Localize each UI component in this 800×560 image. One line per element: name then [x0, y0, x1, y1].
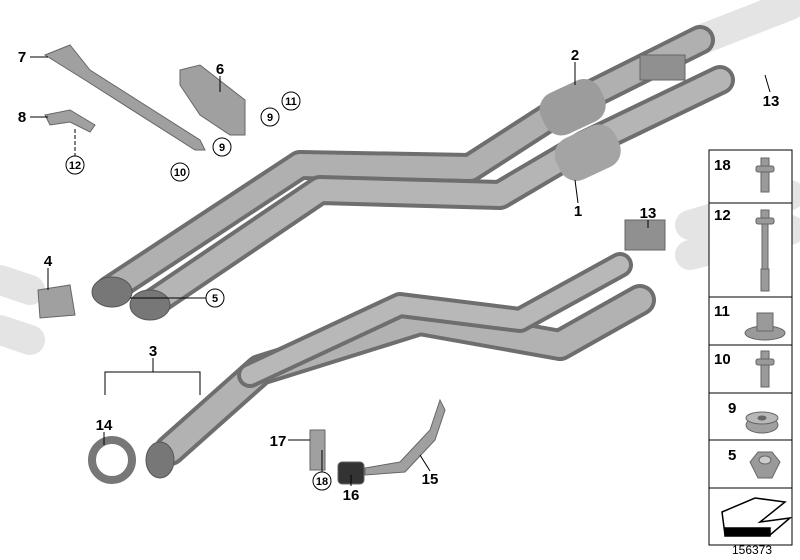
panel-label-5: 5 — [728, 447, 736, 464]
flange-nut-icon — [744, 312, 786, 341]
bracket-15 — [364, 398, 446, 476]
callout-18: 18 — [316, 476, 328, 488]
direction-arrow-icon — [721, 497, 793, 537]
gasket-4 — [37, 284, 76, 319]
clamp-13-top — [639, 54, 686, 81]
leader-lines — [30, 56, 771, 486]
callout-9b: 9 — [219, 142, 225, 154]
callout-1: 2 — [571, 47, 579, 64]
bolt-icon — [755, 350, 775, 388]
callout-13b: 13 — [640, 205, 657, 222]
panel-label-9: 9 — [728, 400, 736, 417]
callout-14: 14 — [96, 417, 113, 434]
rear-pipe-assembly — [145, 252, 656, 479]
callout-9a: 9 — [267, 112, 273, 124]
diagram-id: 156373 — [732, 543, 772, 557]
long-bolt-icon — [755, 209, 775, 292]
front-pipe-assembly — [91, 25, 735, 321]
bracket-8 — [44, 109, 96, 133]
callout-7: 7 — [18, 49, 26, 66]
callout-16: 16 — [343, 487, 360, 504]
panel-label-12: 12 — [714, 207, 731, 224]
callout-15: 15 — [422, 471, 439, 488]
panel-label-10: 10 — [714, 351, 731, 368]
panel-label-11: 11 — [714, 303, 730, 320]
bracket-17 — [309, 429, 326, 471]
callouts: 2 1 3 4 5 6 7 8 9 9 10 11 12 13 13 14 15… — [18, 47, 780, 504]
callout-5: 5 — [212, 293, 218, 305]
callout-13a: 13 — [763, 93, 780, 110]
bracket-6 — [179, 64, 246, 136]
clamp-14 — [88, 436, 136, 484]
callout-6: 6 — [216, 61, 224, 78]
panel-label-18: 18 — [714, 157, 731, 174]
callout-3: 3 — [149, 343, 157, 360]
hardware-items: 18 12 11 10 9 5 — [714, 157, 793, 537]
small-parts — [37, 44, 686, 485]
callout-8: 8 — [18, 109, 26, 126]
callout-11: 11 — [285, 96, 297, 108]
callout-10: 10 — [174, 167, 186, 179]
clamp-13-lower — [624, 219, 666, 251]
hardware-panel — [708, 149, 793, 546]
hex-nut-icon — [749, 451, 781, 479]
bracket-7 — [43, 44, 206, 151]
callout-2: 1 — [574, 203, 582, 220]
callout-17: 17 — [270, 433, 287, 450]
callout-12: 12 — [69, 160, 81, 172]
callout-4: 4 — [44, 253, 53, 270]
bolt-icon — [755, 157, 775, 193]
spacer-icon — [745, 411, 779, 434]
